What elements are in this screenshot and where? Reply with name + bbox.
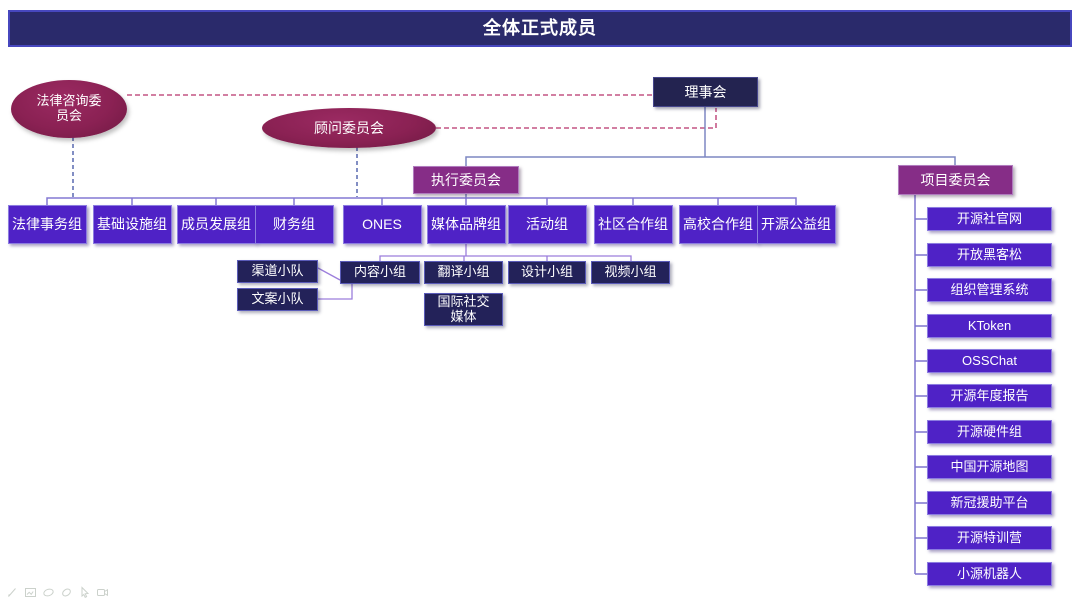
annotation-toolbar (6, 586, 109, 599)
sub-team-label: 渠道小队 (251, 263, 304, 279)
working-group-label: 活动组 (526, 216, 568, 233)
project-item-label: 组织管理系统 (950, 281, 1029, 297)
node-project-item: 中国开源地图 (927, 455, 1052, 479)
node-sub-team-channel: 渠道小队 (237, 260, 318, 283)
node-working-group: 社区合作组 (593, 205, 673, 244)
working-group-label: 法律事务组 (12, 216, 82, 233)
node-project-committee: 项目委员会 (898, 165, 1013, 195)
node-working-group: 成员发展组 (176, 205, 256, 244)
board-label: 理事会 (684, 83, 727, 100)
project-committee-label: 项目委员会 (920, 171, 991, 188)
working-group-label: ONES (362, 216, 402, 233)
node-working-group: ONES (342, 205, 422, 244)
node-working-group: 活动组 (507, 205, 587, 244)
pencil-icon[interactable] (6, 586, 19, 599)
project-item-label: 小源机器人 (956, 565, 1022, 581)
node-intl-social-media: 国际社交媒体 (424, 293, 503, 326)
node-project-item: 开源年度报告 (927, 384, 1052, 408)
node-legal-advisory-committee: 法律咨询委员会 (11, 80, 127, 138)
sub-team-label: 设计小组 (520, 264, 573, 280)
sub-team-label: 翻译小组 (437, 264, 490, 280)
node-sub-team: 内容小组 (340, 261, 420, 284)
node-working-group: 媒体品牌组 (426, 205, 506, 244)
project-item-label: 开源年度报告 (950, 387, 1029, 403)
node-project-item: 开源硬件组 (927, 420, 1052, 444)
working-group-label: 基础设施组 (97, 216, 167, 233)
oval-icon[interactable] (42, 586, 55, 599)
node-project-item: 小源机器人 (927, 562, 1052, 586)
node-working-group: 基础设施组 (92, 205, 172, 244)
node-project-item: 开源特训营 (927, 526, 1052, 550)
node-executive-committee: 执行委员会 (413, 166, 519, 194)
intl-social-media-label: 国际社交媒体 (437, 293, 490, 324)
node-advisory-committee: 顾问委员会 (262, 108, 436, 148)
node-sub-team-copywriting: 文案小队 (237, 288, 318, 311)
cursor-icon[interactable] (78, 586, 91, 599)
node-working-group: 开源公益组 (756, 205, 836, 244)
node-project-item: 开放黑客松 (927, 243, 1052, 267)
project-item-label: 中国开源地图 (950, 458, 1029, 474)
advisory-label: 顾问委员会 (314, 119, 384, 136)
working-group-label: 开源公益组 (761, 216, 831, 233)
project-item-label: 开源硬件组 (956, 423, 1022, 439)
project-item-label: 开放黑客松 (956, 246, 1022, 262)
eraser-icon[interactable] (60, 586, 73, 599)
sub-team-label: 文案小队 (251, 291, 304, 307)
project-item-label: 新冠援助平台 (950, 494, 1029, 510)
project-item-label: KToken (967, 317, 1012, 333)
project-item-label: OSSChat (962, 352, 1017, 368)
node-working-group: 法律事务组 (7, 205, 87, 244)
node-project-item: KToken (927, 314, 1052, 338)
node-sub-team: 视频小组 (591, 261, 670, 284)
working-group-label: 高校合作组 (683, 216, 753, 233)
working-group-label: 财务组 (273, 216, 315, 233)
sub-team-label: 视频小组 (604, 264, 657, 280)
node-project-item: OSSChat (927, 349, 1052, 373)
project-item-label: 开源特训营 (956, 529, 1022, 545)
sub-team-label: 内容小组 (353, 264, 406, 280)
working-group-label: 社区合作组 (598, 216, 668, 233)
node-project-item: 新冠援助平台 (927, 491, 1052, 515)
node-working-group: 财务组 (254, 205, 334, 244)
node-sub-team: 翻译小组 (424, 261, 503, 284)
working-group-label: 媒体品牌组 (431, 216, 501, 233)
project-item-label: 开源社官网 (956, 210, 1022, 226)
node-sub-team: 设计小组 (508, 261, 586, 284)
legal-advisory-label: 法律咨询委员会 (36, 93, 102, 123)
node-working-group: 高校合作组 (678, 205, 758, 244)
node-project-item: 开源社官网 (927, 207, 1052, 231)
camera-icon[interactable] (96, 586, 109, 599)
executive-label: 执行委员会 (431, 171, 501, 188)
node-board: 理事会 (653, 77, 758, 107)
working-group-label: 成员发展组 (181, 216, 251, 233)
node-project-item: 组织管理系统 (927, 278, 1052, 302)
image-icon[interactable] (24, 586, 37, 599)
page-title: 全体正式成员 (483, 18, 597, 39)
title-banner: 全体正式成员 (8, 10, 1072, 47)
